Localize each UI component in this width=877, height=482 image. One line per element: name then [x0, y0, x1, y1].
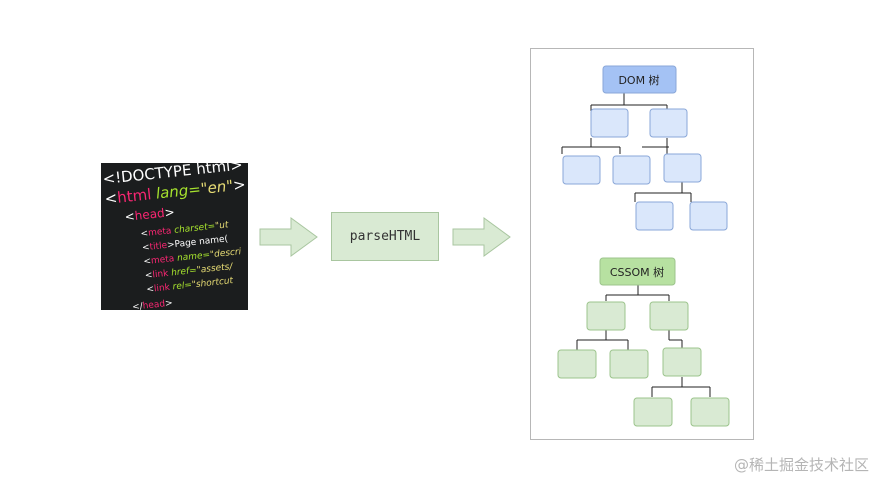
cssom-tree-node — [609, 349, 649, 379]
dom-tree-root-node — [602, 65, 677, 94]
dom-tree-node — [562, 155, 601, 185]
code-token: "ut — [215, 220, 230, 231]
cssom-tree-node — [633, 397, 673, 427]
code-token: title — [149, 241, 168, 253]
dom-tree-root-label: DOM 树 — [618, 73, 659, 87]
dom-tree: DOM 树 — [561, 65, 728, 231]
code-token: lang= — [150, 180, 201, 203]
dom-tree-node — [590, 108, 629, 138]
code-token: < — [124, 209, 135, 224]
html-code-snippet: <!DOCTYPE html><html lang="en"><head><me… — [101, 163, 248, 310]
code-lines-group: <!DOCTYPE html><html lang="en"><head><me… — [102, 163, 247, 310]
arrow-right-icon — [259, 217, 318, 257]
dom-tree-node — [689, 201, 728, 231]
dom-tree-node — [649, 108, 688, 138]
code-token: link — [153, 283, 171, 295]
cssom-tree-node — [557, 349, 597, 379]
code-token: > — [232, 175, 246, 194]
code-token: href= — [168, 266, 197, 279]
code-token: link — [152, 269, 170, 281]
code-token: "shortcut — [191, 276, 234, 290]
parse-html-box: parseHTML — [331, 212, 439, 261]
trees-diagram: DOM 树 CSSOM 树 — [557, 65, 730, 427]
cssom-tree-node — [586, 301, 626, 331]
trees-panel: DOM 树 CSSOM 树 — [530, 48, 754, 440]
cssom-tree-root-label: CSSOM 树 — [610, 265, 664, 279]
dom-tree-node — [635, 201, 674, 231]
cssom-tree-node — [690, 397, 730, 427]
code-token: < — [142, 243, 151, 254]
code-token: "descri — [210, 247, 243, 260]
code-token: "assets/ — [196, 262, 234, 276]
code-line: <html lang="en"> — [104, 175, 247, 208]
code-token: > — [165, 299, 174, 310]
cssom-tree-root-node — [599, 257, 676, 286]
code-token: charset= — [171, 222, 216, 237]
arrow-right-icon — [452, 217, 511, 257]
code-token: "en" — [200, 177, 234, 198]
code-lines: <!DOCTYPE html><html lang="en"><head><me… — [102, 163, 247, 310]
code-token: head — [134, 206, 165, 223]
code-token: < — [140, 229, 149, 240]
code-token: < — [146, 284, 155, 295]
cssom-tree-node — [662, 347, 702, 377]
code-token: </ — [132, 302, 145, 310]
cssom-tree-edges — [576, 285, 711, 397]
code-token: > — [164, 205, 175, 220]
code-token: < — [143, 257, 152, 268]
code-token: < — [145, 270, 154, 281]
code-line: <meta name="descri — [143, 247, 242, 267]
code-token: head — [142, 299, 165, 310]
code-line: <link href="assets/ — [145, 262, 234, 281]
parse-html-label: parseHTML — [349, 229, 421, 244]
code-token: meta — [148, 226, 172, 238]
code-line: </head> — [132, 299, 173, 310]
code-token: < — [104, 189, 118, 208]
cssom-tree-node — [649, 301, 689, 331]
code-token: html — [116, 185, 152, 206]
code-line: <meta charset="ut — [140, 220, 229, 239]
dom-tree-node — [663, 153, 702, 183]
code-line: <head> — [124, 205, 175, 224]
watermark: @稀土掘金技术社区 — [733, 456, 869, 474]
code-token: html> — [195, 163, 243, 178]
dom-tree-node — [612, 155, 651, 185]
code-token: name= — [174, 250, 211, 264]
dom-tree-edges — [561, 92, 692, 202]
code-token: >Page name( — [167, 234, 229, 250]
cssom-tree: CSSOM 树 — [557, 257, 730, 427]
code-token: rel= — [169, 280, 192, 292]
code-line: <link rel="shortcut — [146, 276, 234, 295]
code-token: meta — [151, 254, 175, 266]
